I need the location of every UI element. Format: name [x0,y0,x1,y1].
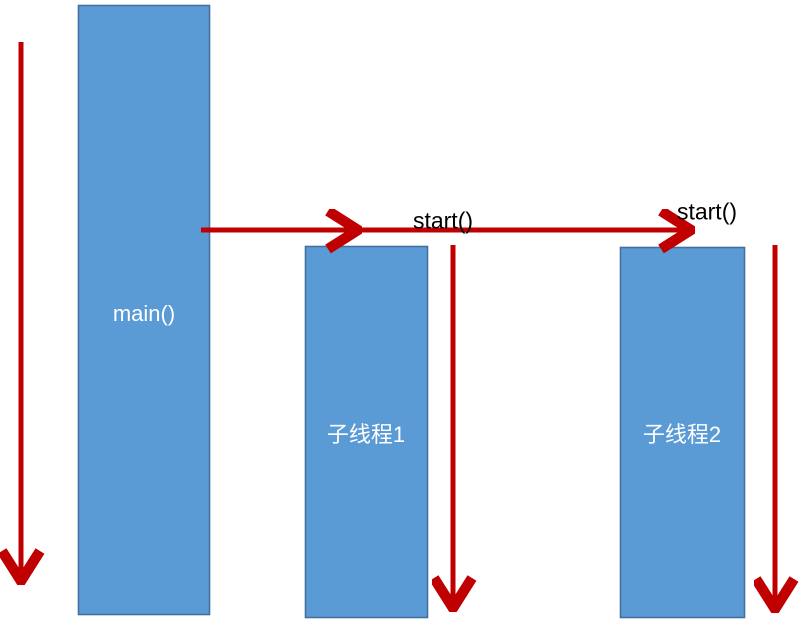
vertical-arrow-group [21,42,775,606]
bar-child-thread-1 [304,245,429,619]
bar-group [77,4,746,619]
bar-main-thread [77,4,211,616]
bar-child-thread-2 [619,246,746,619]
